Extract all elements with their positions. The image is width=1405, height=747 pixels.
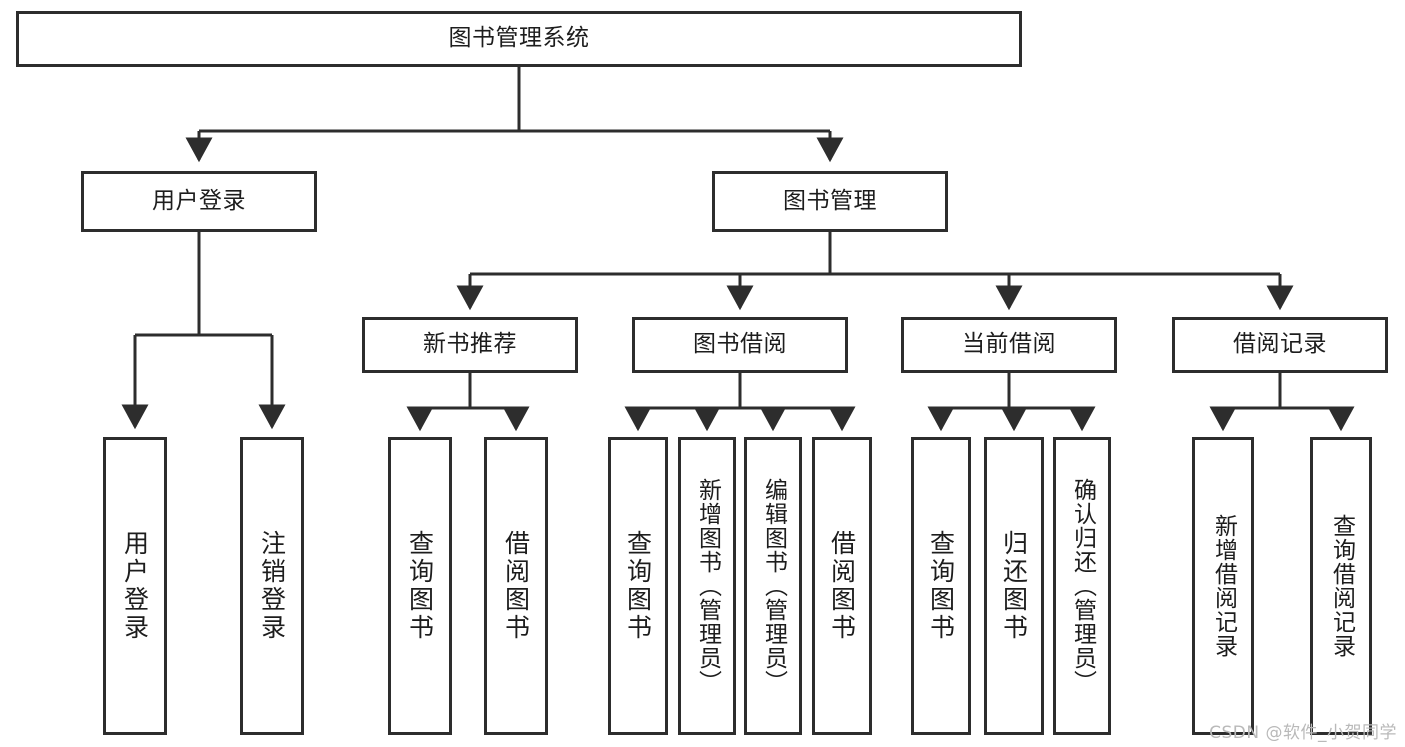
leaf-add-book[interactable]: 新增图书（管理员） [678, 437, 736, 735]
node-current-borrow-label: 当前借阅 [962, 331, 1056, 358]
leaf-borrow-book-borrow-label: 借阅图书 [827, 530, 857, 642]
leaf-edit-book[interactable]: 编辑图书（管理员） [744, 437, 802, 735]
node-borrow-record[interactable]: 借阅记录 [1172, 317, 1388, 373]
leaf-query-book-current[interactable]: 查询图书 [911, 437, 971, 735]
node-book-borrow[interactable]: 图书借阅 [632, 317, 848, 373]
leaf-borrow-book-recommend[interactable]: 借阅图书 [484, 437, 548, 735]
node-book-manage-label: 图书管理 [783, 187, 877, 214]
node-user-login[interactable]: 用户登录 [81, 171, 317, 232]
leaf-add-record-label: 新增借阅记录 [1210, 514, 1237, 658]
node-borrow-record-label: 借阅记录 [1233, 331, 1327, 358]
leaf-confirm-return-label: 确认归还（管理员） [1069, 478, 1096, 694]
leaf-return-book-label: 归还图书 [999, 530, 1029, 642]
node-user-login-label: 用户登录 [152, 187, 246, 214]
node-root-label: 图书管理系统 [448, 25, 590, 52]
leaf-borrow-book-recommend-label: 借阅图书 [501, 530, 531, 642]
leaf-query-book-borrow[interactable]: 查询图书 [608, 437, 668, 735]
leaf-query-record-label: 查询借阅记录 [1328, 514, 1355, 658]
leaf-add-record[interactable]: 新增借阅记录 [1192, 437, 1254, 735]
node-current-borrow[interactable]: 当前借阅 [901, 317, 1117, 373]
node-book-borrow-label: 图书借阅 [693, 331, 787, 358]
leaf-add-book-label: 新增图书（管理员） [694, 478, 721, 694]
leaf-user-login-label: 用户登录 [120, 530, 150, 642]
node-book-manage[interactable]: 图书管理 [712, 171, 948, 232]
leaf-confirm-return[interactable]: 确认归还（管理员） [1053, 437, 1111, 735]
node-root[interactable]: 图书管理系统 [16, 11, 1022, 67]
leaf-borrow-book-borrow[interactable]: 借阅图书 [812, 437, 872, 735]
node-new-book-recommend-label: 新书推荐 [423, 331, 517, 358]
leaf-query-record[interactable]: 查询借阅记录 [1310, 437, 1372, 735]
leaf-query-book-recommend-label: 查询图书 [405, 530, 435, 642]
leaf-query-book-borrow-label: 查询图书 [623, 530, 653, 642]
leaf-user-login[interactable]: 用户登录 [103, 437, 167, 735]
leaf-return-book[interactable]: 归还图书 [984, 437, 1044, 735]
csdn-watermark: CSDN @软件_小贺同学 [1209, 723, 1397, 743]
leaf-edit-book-label: 编辑图书（管理员） [760, 478, 787, 694]
leaf-logout[interactable]: 注销登录 [240, 437, 304, 735]
leaf-query-book-current-label: 查询图书 [926, 530, 956, 642]
node-new-book-recommend[interactable]: 新书推荐 [362, 317, 578, 373]
leaf-query-book-recommend[interactable]: 查询图书 [388, 437, 452, 735]
leaf-logout-label: 注销登录 [257, 530, 287, 642]
